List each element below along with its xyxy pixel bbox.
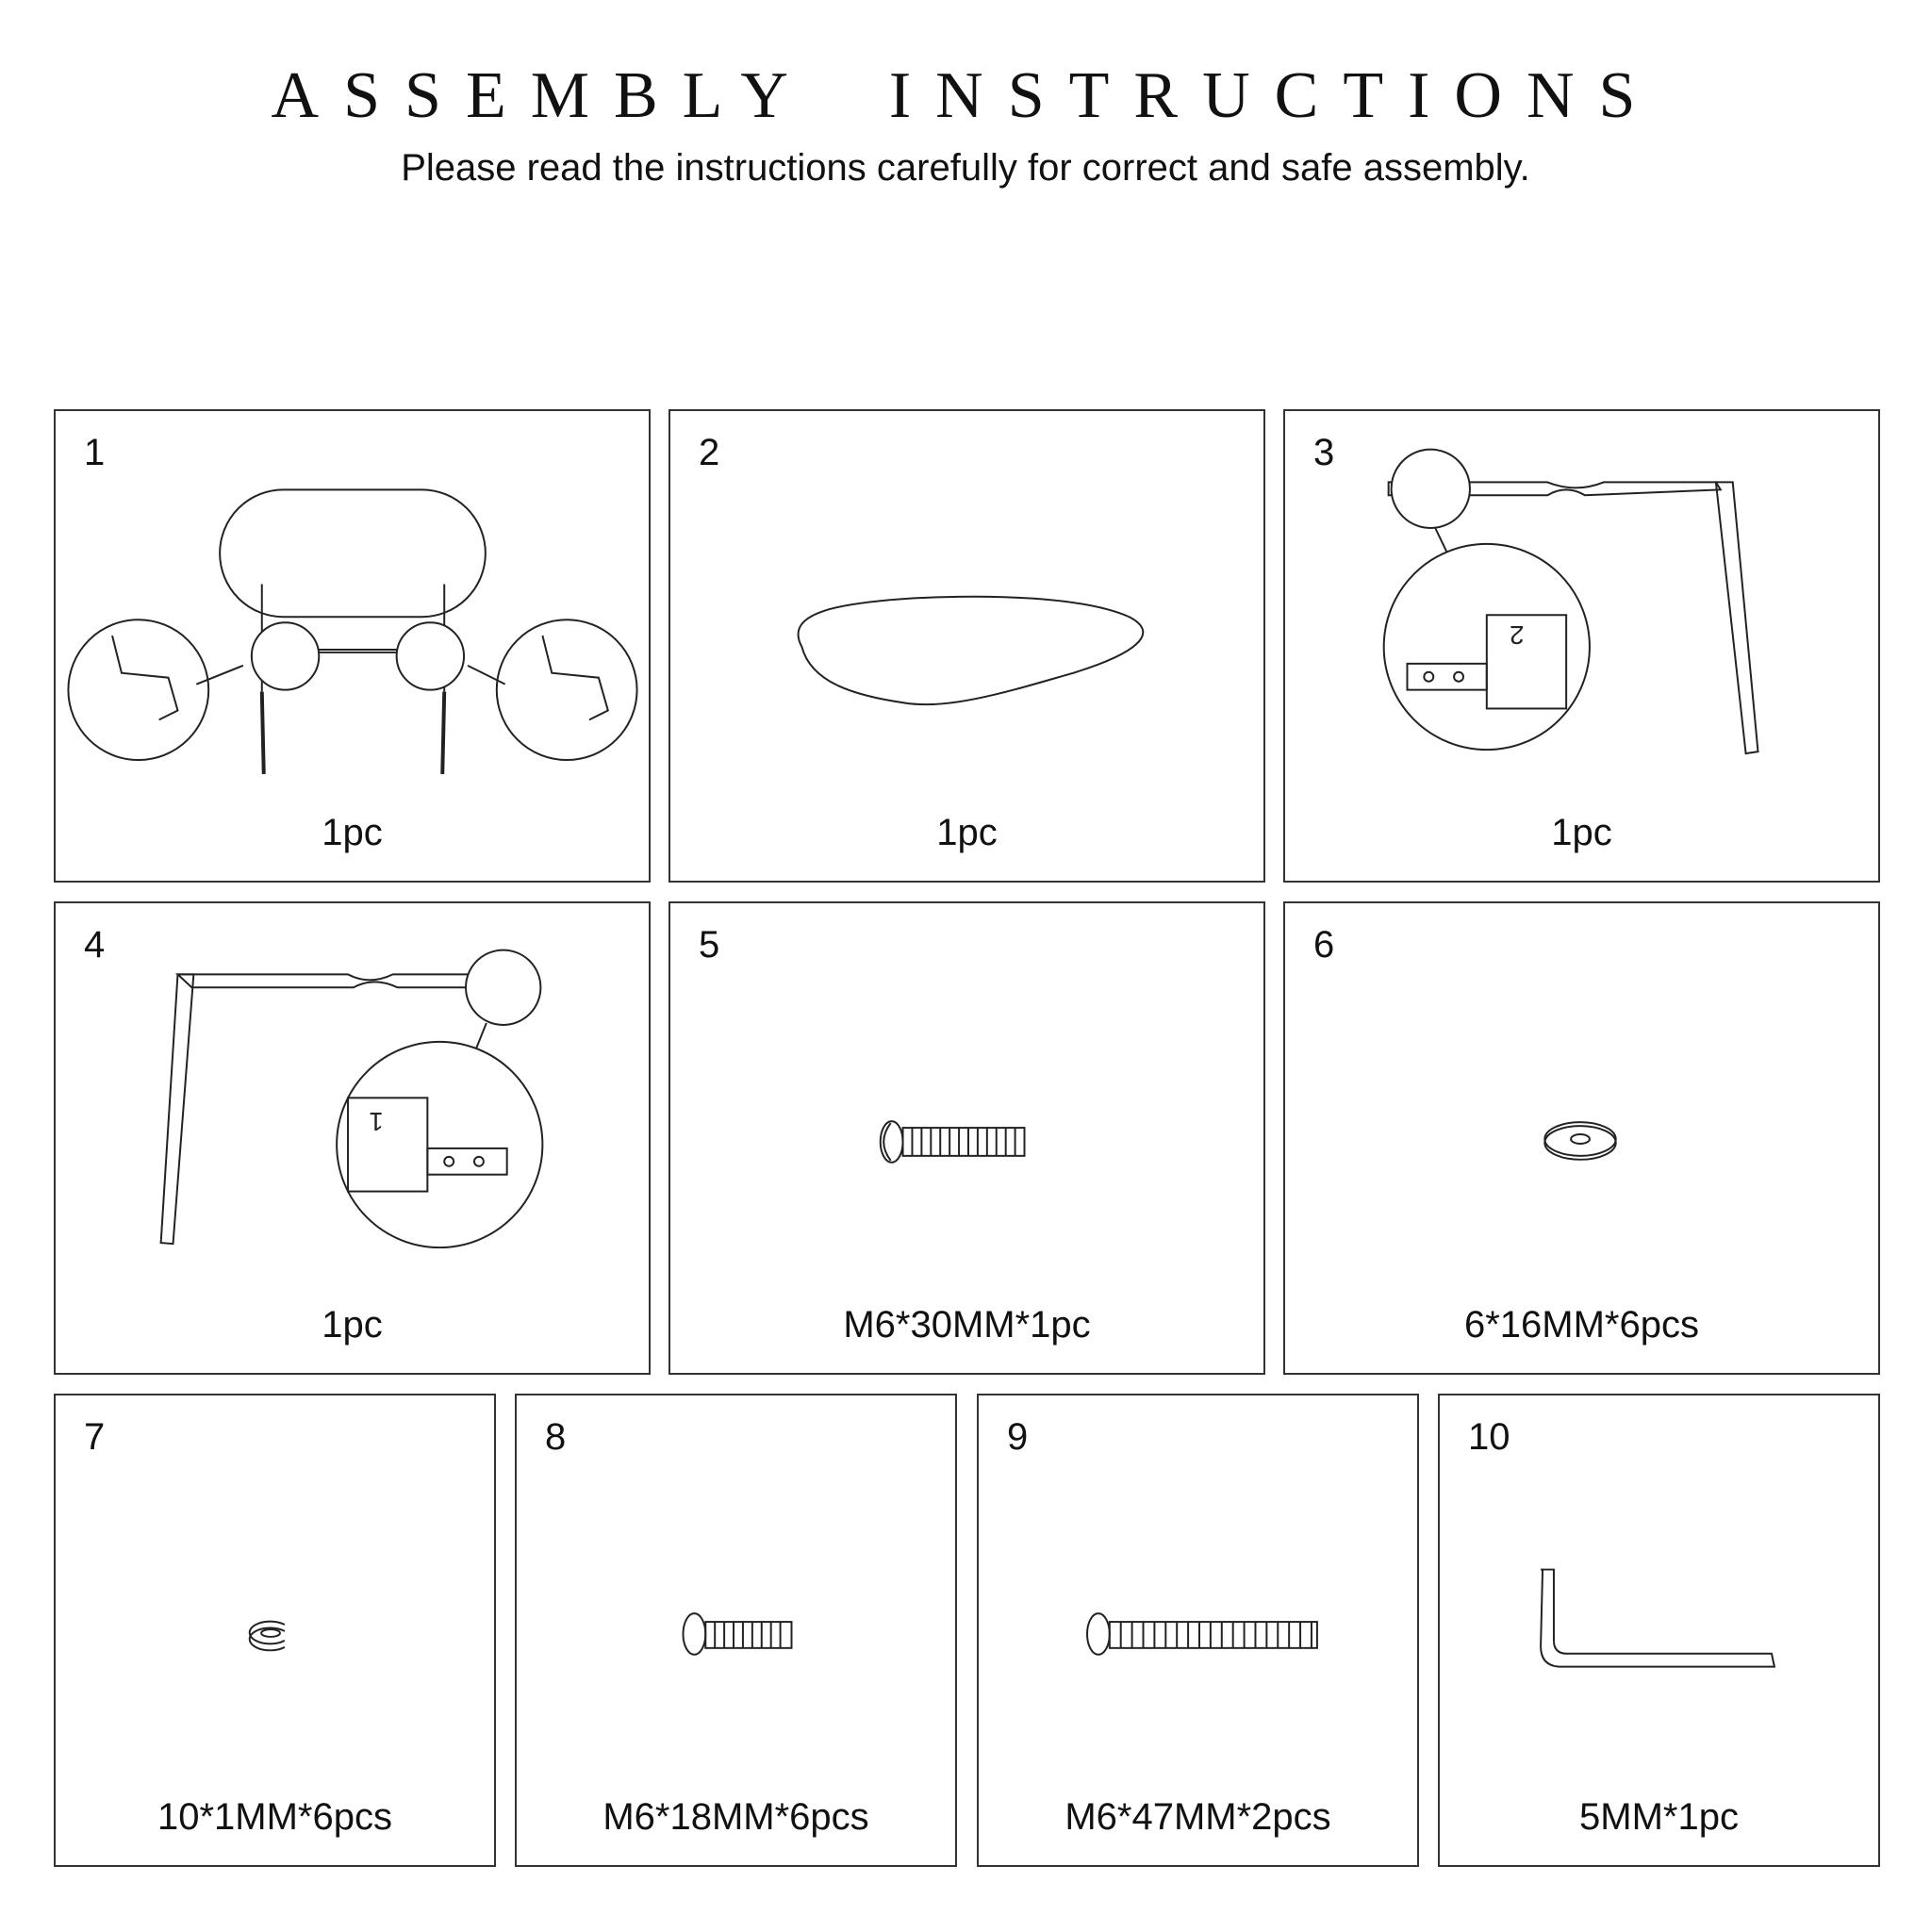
part-cell-1: 1 1pc bbox=[54, 409, 651, 883]
part-number: 9 bbox=[1007, 1416, 1029, 1458]
part-cell-5: 5 M6*30MM*1pc bbox=[668, 901, 1265, 1375]
leg-frame-1-icon: 1 bbox=[56, 903, 649, 1373]
part-number: 6 bbox=[1313, 924, 1335, 966]
part-quantity: 1pc bbox=[322, 812, 383, 853]
part-cell-3: 2 3 1pc bbox=[1283, 409, 1880, 883]
bolt-icon bbox=[517, 1395, 955, 1865]
part-number: 8 bbox=[545, 1416, 567, 1458]
flat-washer-icon bbox=[1285, 903, 1878, 1373]
part-quantity: 6*16MM*6pcs bbox=[1463, 1304, 1699, 1346]
part-number: 10 bbox=[1468, 1416, 1510, 1458]
allen-key-icon bbox=[1440, 1395, 1878, 1865]
part-cell-4: 1 4 1pc bbox=[54, 901, 651, 1375]
part-number: 1 bbox=[84, 432, 106, 473]
part-cell-8: 8 M6*18MM*6pcs bbox=[515, 1394, 957, 1867]
bolt-icon bbox=[670, 903, 1263, 1373]
page-title: ASSEMBLY INSTRUCTIONS bbox=[271, 59, 1660, 132]
part-quantity: 10*1MM*6pcs bbox=[157, 1796, 392, 1838]
part-quantity: 1pc bbox=[322, 1304, 383, 1346]
part-cell-7: 7 10*1MM*6pcs bbox=[54, 1394, 496, 1867]
part-quantity: M6*30MM*1pc bbox=[843, 1304, 1091, 1346]
part-quantity: 5MM*1pc bbox=[1579, 1796, 1739, 1838]
part-number: 5 bbox=[699, 924, 720, 966]
part-number: 3 bbox=[1313, 432, 1335, 473]
page-subtitle: Please read the instructions carefully f… bbox=[401, 147, 1530, 189]
part-quantity: 1pc bbox=[936, 812, 998, 853]
part-cell-10: 10 5MM*1pc bbox=[1438, 1394, 1880, 1867]
spring-washer-icon bbox=[56, 1395, 494, 1865]
frame-mark-1: 1 bbox=[369, 1107, 383, 1136]
part-quantity: 1pc bbox=[1551, 812, 1612, 853]
part-cell-9: 9 M6*47MM*2pcs bbox=[977, 1394, 1419, 1867]
part-cell-2: 2 1pc bbox=[668, 409, 1265, 883]
part-cell-6: 6 6*16MM*6pcs bbox=[1283, 901, 1880, 1375]
leg-frame-2-icon: 2 bbox=[1285, 411, 1878, 881]
part-quantity: M6*18MM*6pcs bbox=[602, 1796, 869, 1838]
part-quantity: M6*47MM*2pcs bbox=[1065, 1796, 1331, 1838]
seat-cushion-icon bbox=[670, 411, 1263, 881]
part-number: 4 bbox=[84, 924, 106, 966]
frame-mark-2: 2 bbox=[1510, 620, 1524, 650]
chair-back-frame-icon bbox=[56, 411, 649, 881]
bolt-icon bbox=[979, 1395, 1417, 1865]
part-number: 7 bbox=[84, 1416, 106, 1458]
part-number: 2 bbox=[699, 432, 720, 473]
